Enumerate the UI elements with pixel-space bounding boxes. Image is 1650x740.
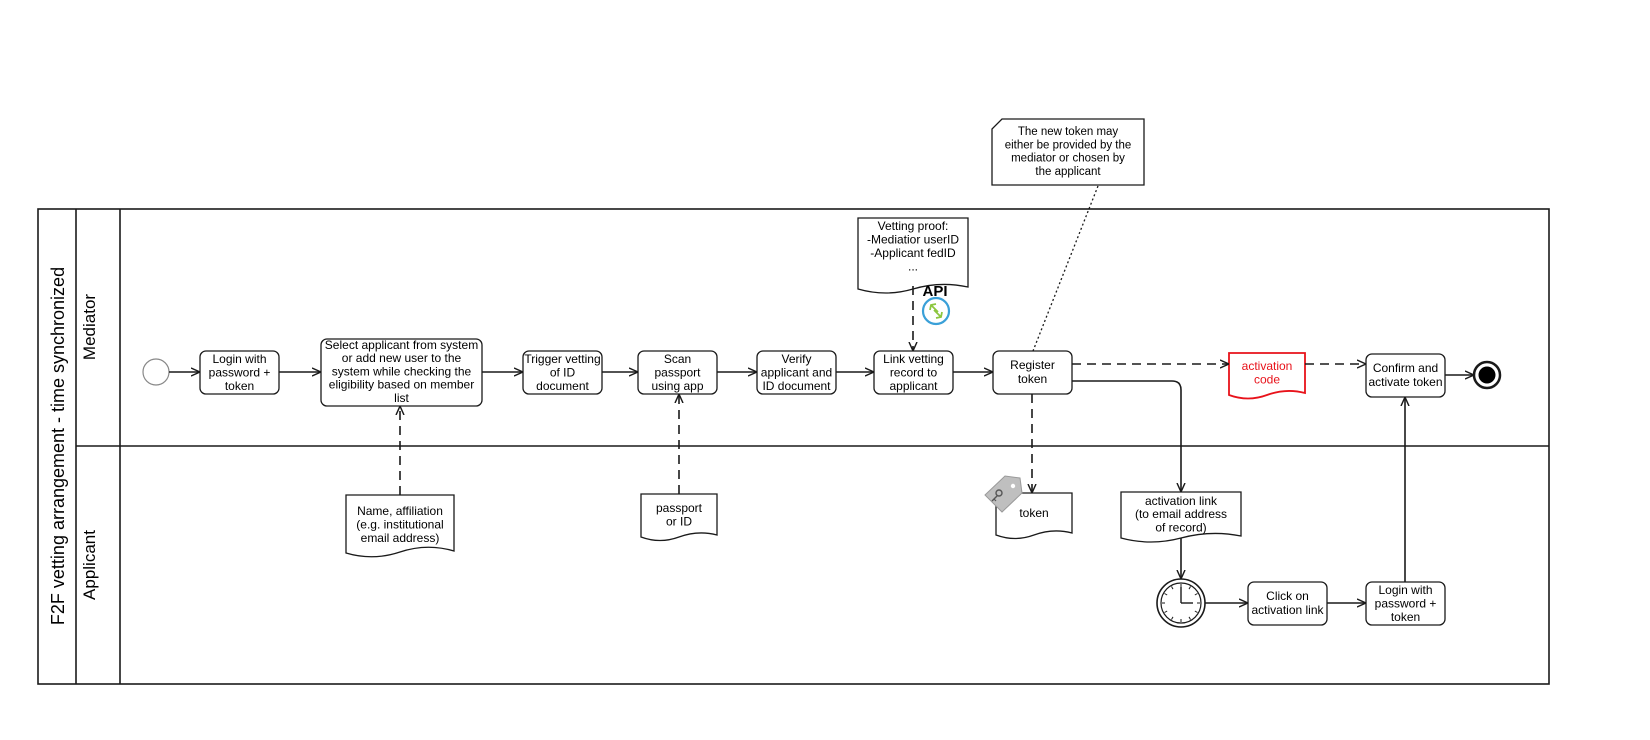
- lane-label-mediator: Mediator: [80, 294, 99, 360]
- flow-register-activation-link: [1072, 380, 1181, 491]
- end-event[interactable]: [1472, 360, 1502, 390]
- api-icon: [921, 296, 951, 326]
- doc-token[interactable]: [995, 492, 1073, 540]
- doc-name-affiliation[interactable]: [345, 494, 455, 558]
- pool-title: F2F vetting arrangement - time synchroni…: [48, 267, 68, 625]
- doc-token-label: token: [1019, 506, 1048, 520]
- api-label: API: [922, 283, 947, 300]
- pool: [37, 208, 1550, 685]
- token-tag-icon: [984, 475, 1023, 513]
- doc-passport-id[interactable]: [640, 493, 718, 542]
- doc-activation-link[interactable]: [1120, 491, 1242, 543]
- annotation-association: [1032, 185, 1099, 352]
- timer-icon[interactable]: [1156, 578, 1206, 628]
- doc-vetting-proof-label: Vetting proof:-Mediatior userID-Applican…: [867, 219, 959, 274]
- annotation-box: [991, 118, 1145, 186]
- lane-label-applicant: Applicant: [80, 530, 99, 600]
- start-event[interactable]: [142, 358, 170, 386]
- doc-activation-code[interactable]: [1228, 352, 1306, 400]
